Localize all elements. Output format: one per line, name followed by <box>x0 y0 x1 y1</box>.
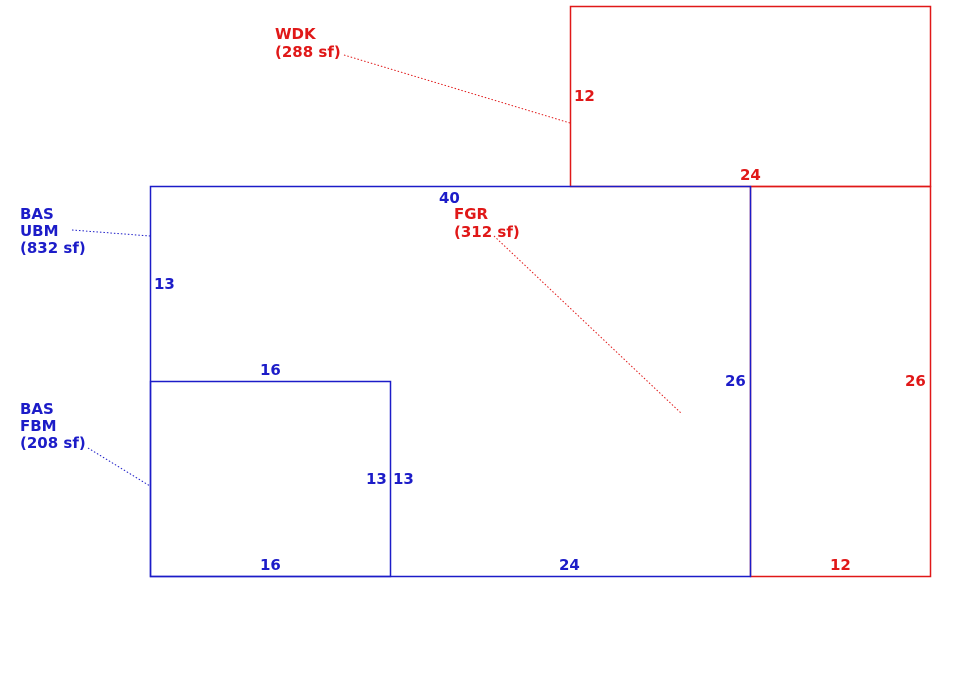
ubm-code1-label: BAS <box>20 205 54 223</box>
wdk-bottom-dimension: 24 <box>740 166 761 184</box>
wdk-side-dimension: 12 <box>574 87 595 105</box>
wdk-code-label: WDK <box>275 25 317 43</box>
wdk-leader-line <box>343 54 571 124</box>
wdk-area-label: (288 sf) <box>275 43 341 61</box>
wdk-outline <box>569 5 932 188</box>
ubm-leader-line <box>71 229 151 237</box>
ubm-inner-dimension: 13 <box>393 470 414 488</box>
fgr-bottom-dimension: 12 <box>830 556 851 574</box>
fgr-outline <box>749 185 932 578</box>
ubm-bottom-dimension: 24 <box>559 556 580 574</box>
fbm-leader-line <box>87 447 151 487</box>
fbm-top-dimension: 16 <box>260 361 281 379</box>
fgr-right-dimension: 26 <box>905 372 926 390</box>
ubm-code2-label: UBM <box>20 222 59 240</box>
ubm-top-dimension: 40 <box>439 189 460 207</box>
ubm-area-label: (832 sf) <box>20 239 86 257</box>
fgr-leader-line <box>493 235 683 415</box>
fgr-area-label: (312 sf) <box>454 223 520 241</box>
fgr-code-label: FGR <box>454 205 489 223</box>
fbm-bottom-dimension: 16 <box>260 556 281 574</box>
fbm-right-dimension: 13 <box>366 470 387 488</box>
fbm-outline <box>149 380 392 578</box>
fbm-code2-label: FBM <box>20 417 57 435</box>
fbm-code1-label: BAS <box>20 400 54 418</box>
fbm-area-label: (208 sf) <box>20 434 86 452</box>
ubm-left-dimension: 13 <box>154 275 175 293</box>
ubm-right-dimension: 26 <box>725 372 746 390</box>
